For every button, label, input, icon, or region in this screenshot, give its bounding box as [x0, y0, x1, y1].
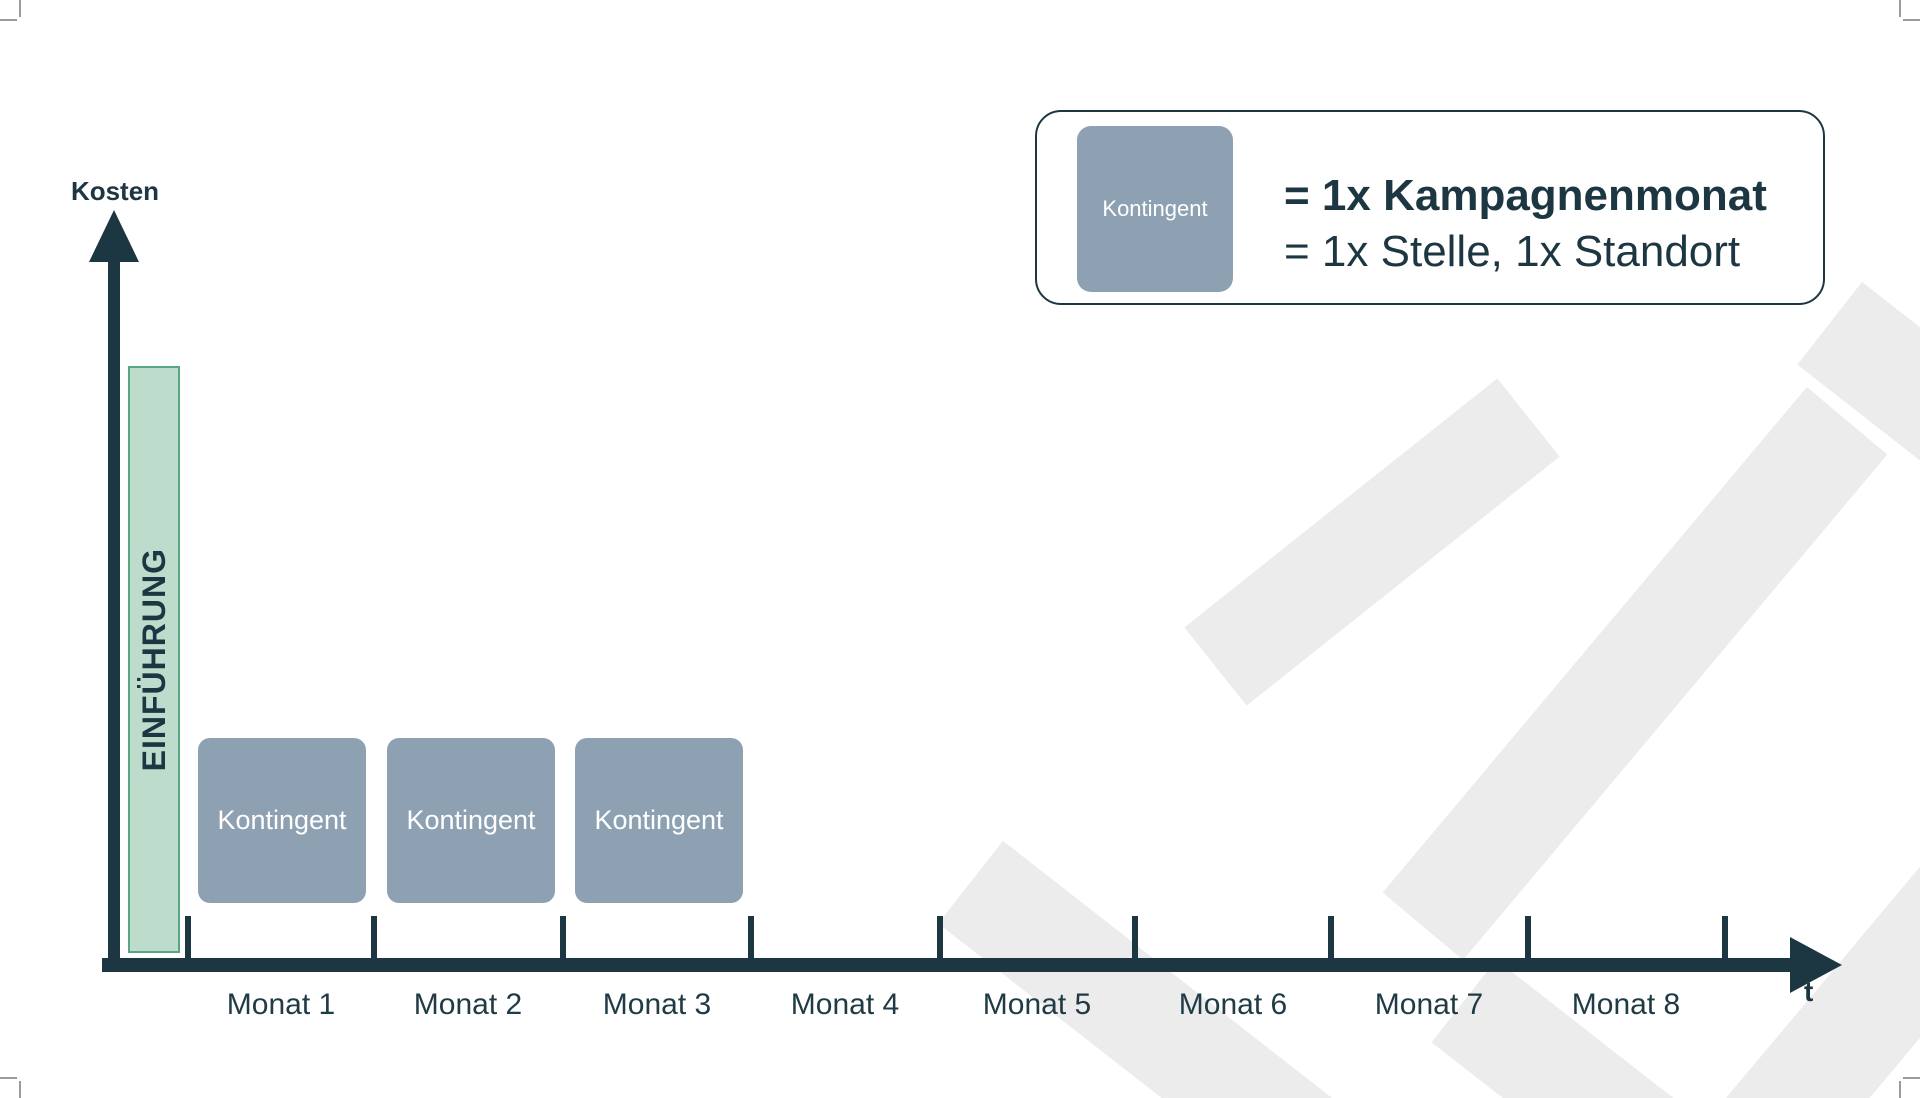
axis-tick — [560, 916, 566, 958]
corner-mark — [1903, 1077, 1920, 1079]
axis-tick — [185, 916, 191, 958]
corner-mark — [1899, 0, 1901, 17]
x-tick-label: Monat 6 — [1178, 988, 1288, 1021]
x-tick-label: Monat 3 — [602, 988, 712, 1021]
x-tick-label: Monat 7 — [1374, 988, 1484, 1021]
kontingent-box-label: Kontingent — [217, 805, 347, 835]
y-axis-arrow-icon — [89, 210, 139, 262]
corner-mark — [19, 1081, 21, 1098]
legend-swatch-label: Kontingent — [1102, 196, 1208, 221]
x-tick-label: Monat 8 — [1571, 988, 1681, 1021]
kontingent-box-label: Kontingent — [406, 805, 536, 835]
legend-text: = 1x Kampagnenmonat = 1x Stelle, 1x Stan… — [1284, 168, 1767, 280]
axis-tick — [1525, 916, 1531, 958]
x-tick-label: Monat 2 — [413, 988, 523, 1021]
x-axis-arrow-icon — [1790, 937, 1842, 993]
intro-bar-label: EINFÜHRUNG — [135, 547, 172, 772]
x-axis-label: t — [1804, 976, 1814, 1007]
x-tick-label: Monat 1 — [226, 988, 336, 1021]
corner-mark — [19, 0, 21, 17]
legend-line-2: = 1x Stelle, 1x Standort — [1284, 227, 1741, 276]
axis-tick — [937, 916, 943, 958]
kontingent-box: Kontingent — [575, 738, 743, 903]
axis-tick — [1132, 916, 1138, 958]
kontingent-box: Kontingent — [387, 738, 555, 903]
legend-swatch: Kontingent — [1077, 126, 1233, 292]
watermark-band — [1670, 765, 1920, 1098]
axis-tick — [748, 916, 754, 958]
legend-line-1: = 1x Kampagnenmonat — [1284, 171, 1767, 220]
x-tick-label: Monat 4 — [790, 988, 900, 1021]
intro-bar: EINFÜHRUNG — [128, 366, 180, 953]
y-axis-label: Kosten — [70, 176, 160, 206]
axis-tick — [1328, 916, 1334, 958]
corner-mark — [0, 1077, 17, 1079]
watermark-band — [1184, 378, 1560, 706]
corner-mark — [1899, 1081, 1901, 1098]
x-tick-label: Monat 5 — [982, 988, 1092, 1021]
corner-mark — [1903, 19, 1920, 21]
x-axis-line — [102, 958, 1792, 972]
legend-card: Kontingent = 1x Kampagnenmonat = 1x Stel… — [1035, 110, 1825, 305]
axis-tick — [1722, 916, 1728, 958]
kontingent-box: Kontingent — [198, 738, 366, 903]
y-axis-line — [108, 258, 120, 972]
kontingent-box-label: Kontingent — [594, 805, 724, 835]
axis-tick — [371, 916, 377, 958]
corner-mark — [0, 19, 17, 21]
watermark-band — [1431, 959, 1749, 1098]
